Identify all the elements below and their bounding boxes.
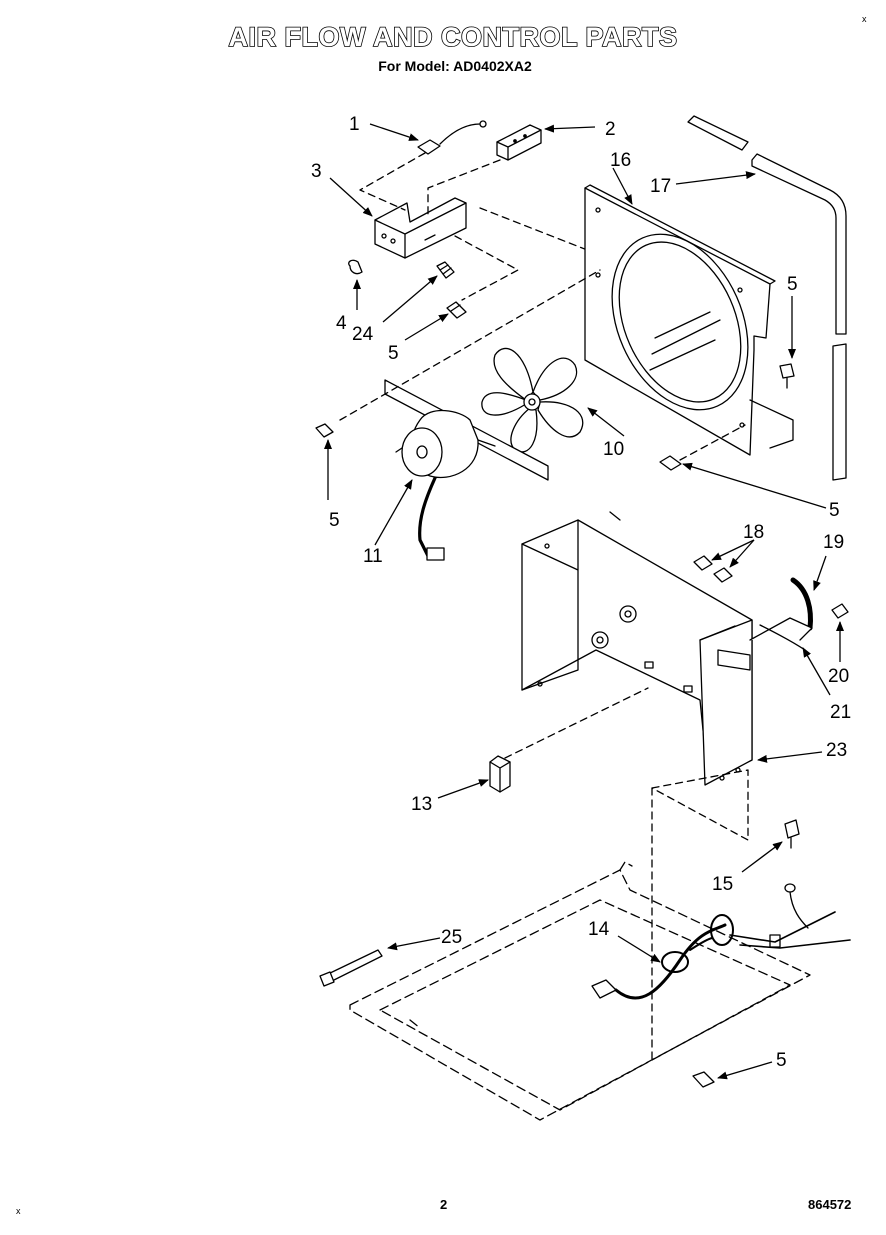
part-18-nuts bbox=[693, 555, 733, 583]
model-subtitle: For Model: AD0402XA2 bbox=[378, 58, 532, 74]
callout-25: 25 bbox=[441, 927, 462, 948]
callout-19: 19 bbox=[823, 532, 844, 553]
part-10-fan-blade bbox=[481, 347, 584, 453]
part-25-tie-strap bbox=[319, 949, 383, 987]
part-4-clip bbox=[348, 259, 363, 275]
callout-5-center: 5 bbox=[829, 500, 840, 521]
callout-1: 1 bbox=[349, 114, 360, 135]
page-number: 2 bbox=[440, 1197, 448, 1212]
page-title: AIR FLOW AND CONTROL PARTS bbox=[228, 21, 678, 53]
screw-5-right bbox=[779, 363, 795, 389]
part-23-base-bracket bbox=[521, 511, 753, 786]
document-number: 864572 bbox=[808, 1197, 852, 1212]
callout-10: 10 bbox=[603, 439, 624, 460]
callout-15: 15 bbox=[712, 874, 733, 895]
callout-17: 17 bbox=[650, 176, 671, 197]
part-17-seal-strips bbox=[687, 115, 847, 481]
part-14-power-cord bbox=[591, 911, 851, 1000]
callout-21: 21 bbox=[830, 702, 851, 723]
base-pan bbox=[349, 861, 811, 1121]
screw-5-center bbox=[659, 455, 682, 471]
callout-18: 18 bbox=[743, 522, 764, 543]
part-2-terminal-block bbox=[496, 124, 542, 161]
part-24-screw bbox=[436, 261, 455, 279]
screw-5-upper-left bbox=[446, 301, 467, 319]
callout-5-bottom: 5 bbox=[776, 1050, 787, 1071]
callout-2: 2 bbox=[605, 119, 616, 140]
part-3-control-bracket bbox=[374, 197, 467, 259]
part-16-shroud bbox=[584, 184, 794, 456]
callout-11: 11 bbox=[363, 546, 383, 567]
corner-mark-bottom: x bbox=[16, 1206, 21, 1216]
callout-13: 13 bbox=[411, 794, 432, 815]
assembly-lines-control bbox=[359, 152, 601, 301]
callout-5-upper: 5 bbox=[388, 343, 399, 364]
part-21-wire bbox=[749, 617, 813, 651]
part-11-motor bbox=[384, 379, 549, 561]
callout-24: 24 bbox=[352, 324, 374, 345]
callout-20: 20 bbox=[828, 666, 849, 687]
part-13-capacitor bbox=[489, 755, 511, 793]
callout-23: 23 bbox=[826, 740, 847, 761]
assembly-lines-capacitor bbox=[504, 687, 749, 1061]
callout-4: 4 bbox=[336, 313, 347, 334]
callout-14: 14 bbox=[588, 919, 610, 940]
screw-5-left bbox=[315, 423, 334, 438]
callout-16: 16 bbox=[610, 150, 631, 171]
leader-arrows bbox=[324, 123, 844, 1080]
part-1-wire-clip bbox=[417, 120, 487, 155]
part-15-ground-screw bbox=[784, 819, 809, 929]
callout-3: 3 bbox=[311, 161, 322, 182]
part-20-screw bbox=[831, 603, 849, 619]
callout-5-left: 5 bbox=[329, 510, 340, 531]
corner-mark-top: x bbox=[862, 14, 867, 24]
screw-5-bottom bbox=[692, 1071, 715, 1088]
callout-labels: 1 2 3 4 24 5 16 17 5 10 5 11 5 18 19 20 … bbox=[311, 114, 851, 1071]
callout-5-right: 5 bbox=[787, 274, 798, 295]
part-19-tube bbox=[790, 577, 813, 631]
assembly-lines-motor bbox=[339, 269, 746, 461]
